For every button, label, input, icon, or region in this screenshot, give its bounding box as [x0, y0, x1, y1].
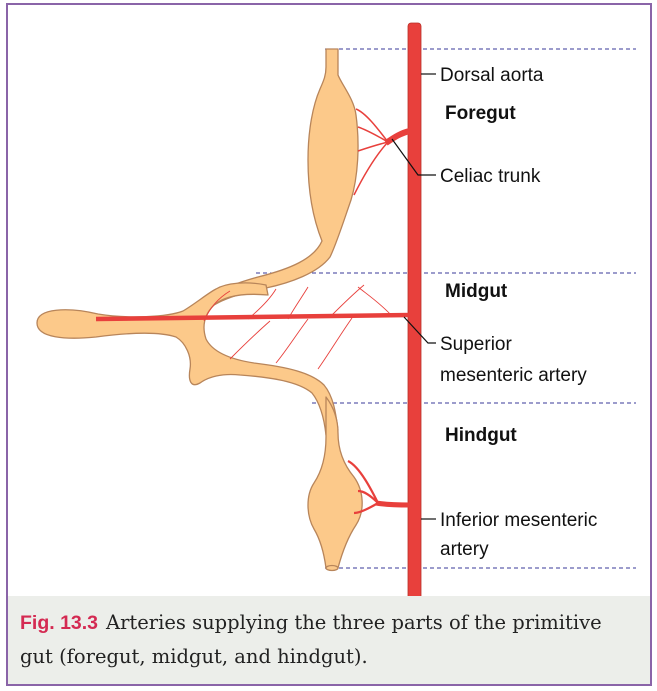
figure-number: Fig. 13.3 — [20, 612, 98, 634]
label-superior-mesenteric-line1: Superior — [440, 334, 512, 355]
arteries — [96, 23, 421, 596]
dorsal-aorta-vessel — [408, 23, 421, 596]
gut-artery-diagram: Dorsal aorta Foregut Celiac trunk Midgut… — [8, 5, 650, 596]
primitive-gut — [37, 49, 362, 571]
label-hindgut: Hindgut — [445, 425, 517, 446]
celiac-trunk-vessel — [386, 131, 410, 143]
inferior-mesenteric-vessel — [376, 503, 410, 505]
hindgut-tube — [308, 397, 362, 568]
foregut-tube — [188, 49, 358, 319]
label-midgut: Midgut — [445, 281, 508, 302]
caption-text: Arteries supplying the three parts of th… — [20, 611, 602, 668]
label-foregut: Foregut — [445, 103, 516, 124]
label-celiac-trunk: Celiac trunk — [440, 166, 541, 187]
label-superior-mesenteric-line2: mesenteric artery — [440, 365, 587, 386]
celiac-branches — [354, 109, 388, 195]
label-inferior-mesenteric-line2: artery — [440, 539, 489, 560]
figure-frame: Dorsal aorta Foregut Celiac trunk Midgut… — [6, 3, 652, 686]
superior-mesenteric-branches — [204, 285, 392, 369]
midgut-loop — [37, 283, 338, 435]
label-dorsal-aorta: Dorsal aorta — [440, 65, 544, 86]
superior-mesenteric-vessel — [96, 315, 410, 319]
cloacal-end — [326, 566, 338, 571]
label-inferior-mesenteric-line1: Inferior mesenteric — [440, 510, 597, 531]
